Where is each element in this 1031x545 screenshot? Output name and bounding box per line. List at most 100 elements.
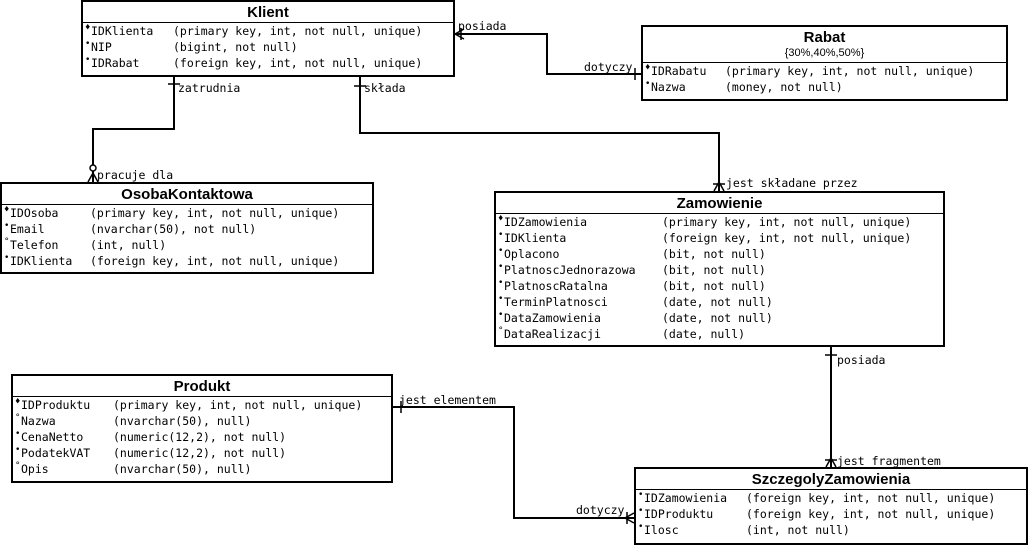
attribute-row: ♦IDRabatu (primary key, int, not null, un… (643, 63, 1006, 79)
attribute-row: •PodatekVAT(numeric(12,2), not null) (13, 445, 391, 461)
attribute-row: •Nazwa(money, not null) (643, 79, 1006, 95)
attribute-type: (bit, not null) (662, 263, 766, 277)
relation-label-dotyczy: dotyczy (584, 60, 633, 74)
entity-title: OsobaKontaktowa (121, 186, 253, 203)
relation-label-jest-elementem: jest elementem (399, 393, 496, 407)
attribute-name: NIP (91, 40, 112, 54)
attribute-marker-icon: • (498, 246, 504, 256)
attribute-name: Oplacono (504, 247, 560, 261)
relation-label-pracuje-dla: pracuje dla (97, 168, 174, 182)
attribute-marker-icon: • (498, 262, 504, 272)
attribute-row: •TerminPlatnosci(date, not null) (496, 294, 943, 310)
attribute-type: (date, null) (662, 327, 746, 341)
attribute-type: (int, not null) (746, 523, 850, 537)
attribute-type: (numeric(12,2), not null) (113, 430, 287, 444)
attribute-name: IDZamowienia (504, 215, 588, 229)
entity-title: Zamowienie (676, 195, 763, 212)
attribute-marker-icon: • (638, 506, 644, 516)
relation-label-posiada-zamowienie: posiada (837, 353, 886, 367)
attribute-type: (nvarchar(50), null) (113, 414, 252, 428)
attribute-type: (nvarchar(50), null) (113, 462, 252, 476)
entity-rabat[interactable]: Rabat {30%,40%,50%} ♦IDRabatu (primary ke… (641, 25, 1008, 101)
attribute-name: PlatnoscJednorazowa (504, 263, 636, 277)
attribute-marker-icon: ° (498, 326, 504, 336)
attribute-type: (int, null) (90, 238, 167, 252)
line-klient-rabat (455, 33, 641, 75)
line-klient-zamowienie (359, 76, 720, 191)
entity-szczegolyzamowienia[interactable]: SzczegolyZamowienia •IDZamowienia(foreig… (634, 467, 1028, 545)
attribute-row: °Telefon(int, null) (2, 237, 372, 253)
attribute-marker-icon: • (85, 39, 91, 49)
attribute-row: ♦IDKlienta(primary key, int, not null, u… (83, 23, 453, 39)
entity-header: Klient (83, 2, 453, 23)
entity-title: Produkt (173, 378, 231, 395)
attribute-list: ♦IDOsoba (primary key, int, not null, uni… (2, 205, 372, 269)
entity-title: Rabat (803, 29, 846, 46)
attribute-marker-icon: • (85, 55, 91, 65)
line-klient-osoba (92, 76, 175, 182)
entity-header: Rabat {30%,40%,50%} (643, 27, 1006, 63)
attribute-list: ♦IDKlienta(primary key, int, not null, u… (83, 23, 453, 71)
attribute-type: (primary key, int, not null, unique) (725, 64, 975, 78)
attribute-name: DataRealizacji (504, 327, 601, 341)
attribute-marker-icon: ♦ (645, 63, 651, 73)
attribute-marker-icon: • (498, 294, 504, 304)
attribute-row: •Email(nvarchar(50), not null) (2, 221, 372, 237)
attribute-name: Nazwa (651, 80, 686, 94)
attribute-row: •IDKlienta(foreign key, int, not null, u… (2, 253, 372, 269)
attribute-marker-icon: • (15, 429, 21, 439)
attribute-name: PlatnoscRatalna (504, 279, 608, 293)
attribute-name: CenaNetto (21, 430, 84, 444)
attribute-row: •IDRabat (foreign key, int, not null, uni… (83, 55, 453, 71)
attribute-row: ♦IDZamowienia (primary key, int, not null… (496, 214, 943, 230)
attribute-marker-icon: • (638, 522, 644, 532)
attribute-name: IDZamowienia (644, 491, 728, 505)
attribute-marker-icon: ♦ (4, 205, 10, 215)
entity-subtitle: {30%,40%,50%} (784, 47, 865, 59)
attribute-name: Ilosc (644, 523, 679, 537)
attribute-name: IDProduktu (21, 398, 91, 412)
relation-label-posiada: posiada (458, 19, 507, 33)
entity-klient[interactable]: Klient ♦IDKlienta(primary key, int, not … (81, 0, 455, 77)
attribute-name: IDRabat (91, 56, 140, 70)
attribute-row: •PlatnoscRatalna(bit, not null) (496, 278, 943, 294)
attribute-type: (primary key, int, not null, unique) (662, 215, 912, 229)
relation-label-dotyczy-szczegoly: dotyczy (576, 503, 625, 517)
attribute-marker-icon: • (638, 490, 644, 500)
attribute-row: °Opis(nvarchar(50), null) (13, 461, 391, 477)
attribute-name: IDOsoba (10, 206, 59, 220)
entity-title: Klient (247, 4, 289, 21)
attribute-name: IDKlienta (91, 24, 154, 38)
relation-label-jest-fragmentem: jest fragmentem (837, 454, 941, 468)
attribute-row: •CenaNetto (numeric(12,2), not null) (13, 429, 391, 445)
attribute-type: (nvarchar(50), not null) (90, 222, 257, 236)
attribute-type: (foreign key, int, not null, unique) (173, 56, 423, 70)
attribute-name: IDRabatu (651, 64, 707, 78)
attribute-type: (date, not null) (662, 311, 773, 325)
attribute-marker-icon: • (15, 445, 21, 455)
attribute-type: (primary key, int, not null, unique) (113, 398, 363, 412)
entity-produkt[interactable]: Produkt ♦IDProduktu(primary key, int, no… (11, 374, 393, 483)
attribute-row: •PlatnoscJednorazowa (bit, not null) (496, 262, 943, 278)
crowfoot-klient (454, 28, 465, 35)
relation-label-zatrudnia: zatrudnia (178, 81, 241, 95)
entity-zamowienie[interactable]: Zamowienie ♦IDZamowienia (primary key, in… (494, 191, 945, 347)
attribute-type: (bit, not null) (662, 247, 766, 261)
attribute-marker-icon: ♦ (498, 214, 504, 224)
line-produkt-szczegoly (393, 406, 634, 519)
attribute-type: (primary key, int, not null, unique) (90, 206, 340, 220)
attribute-marker-icon: ° (4, 237, 10, 247)
entity-header: OsobaKontaktowa (2, 184, 372, 205)
attribute-marker-icon: • (498, 230, 504, 240)
entity-osobakontaktowa[interactable]: OsobaKontaktowa ♦IDOsoba (primary key, in… (0, 182, 374, 274)
attribute-list: ♦IDProduktu(primary key, int, not null, … (13, 397, 391, 477)
attribute-list: ♦IDRabatu (primary key, int, not null, un… (643, 63, 1006, 95)
attribute-marker-icon: • (4, 253, 10, 263)
relation-label-sklada: składa (364, 81, 406, 95)
attribute-row: °Nazwa(nvarchar(50), null) (13, 413, 391, 429)
entity-header: Produkt (13, 376, 391, 397)
attribute-row: •NIP(bigint, not null) (83, 39, 453, 55)
attribute-row: •Ilosc (int, not null) (636, 522, 1026, 538)
attribute-marker-icon: • (4, 221, 10, 231)
